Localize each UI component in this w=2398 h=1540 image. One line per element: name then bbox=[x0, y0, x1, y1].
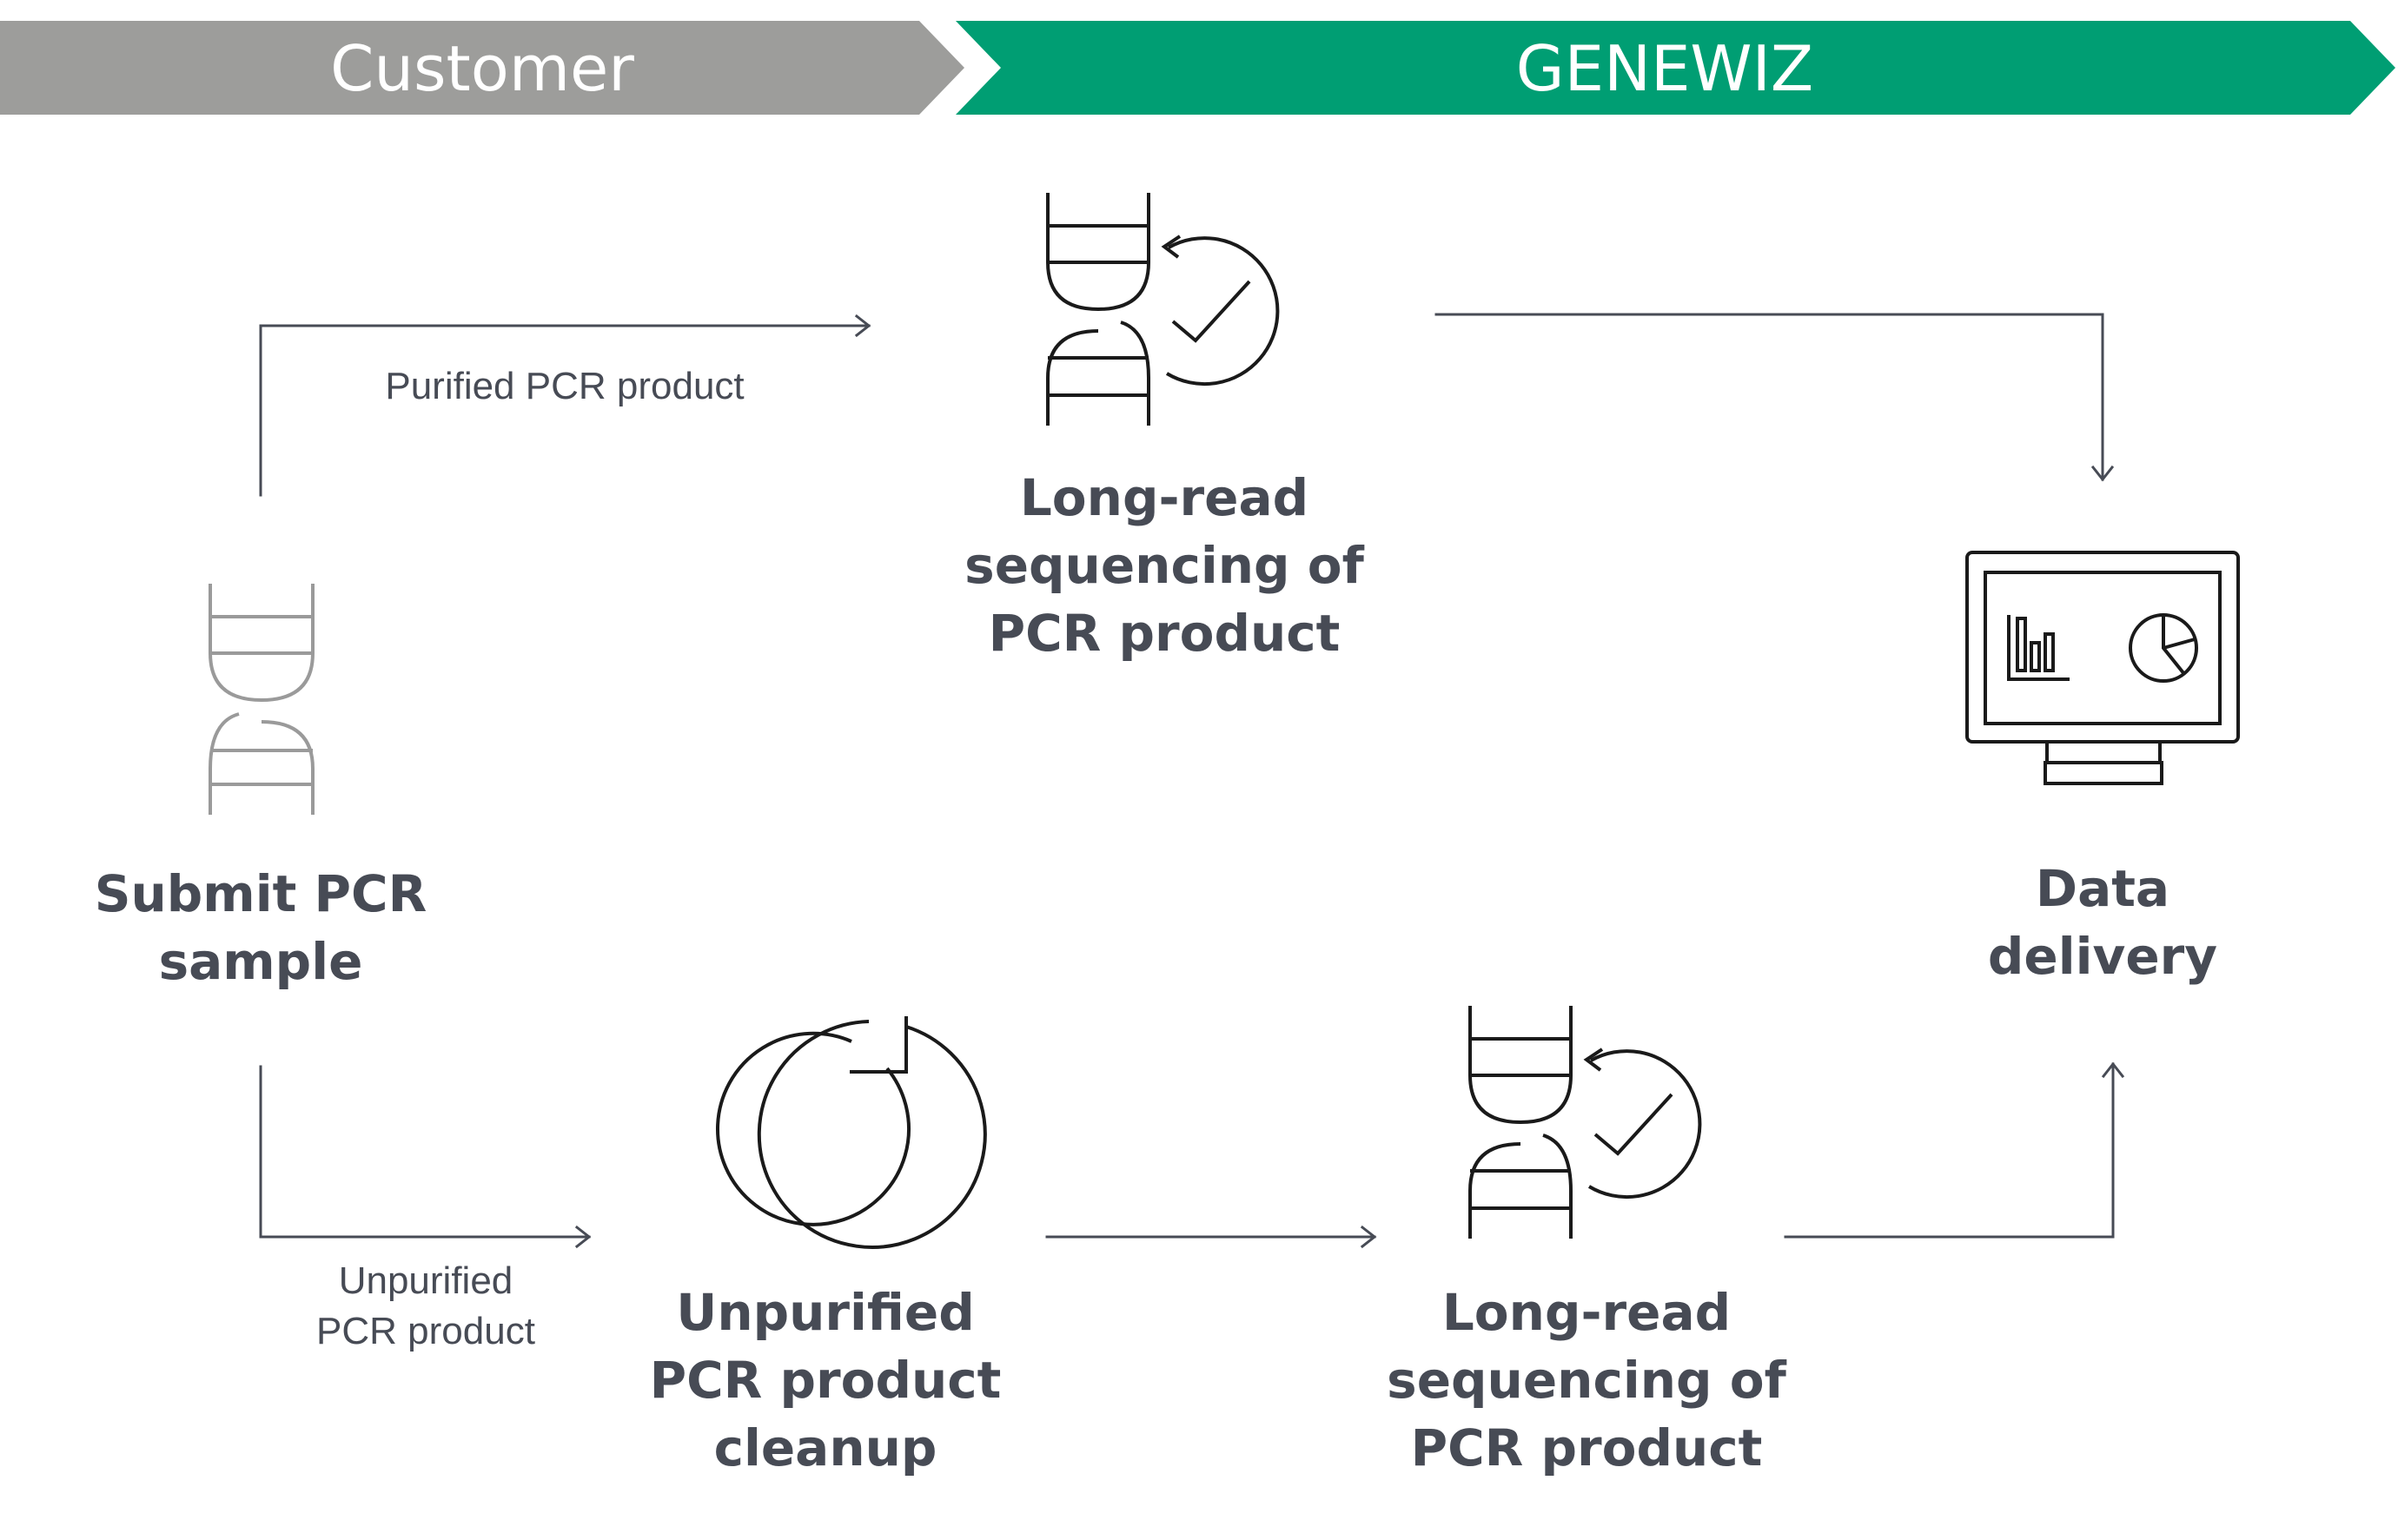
edge-arrowhead bbox=[1360, 1225, 1377, 1249]
edge-arrowhead bbox=[854, 314, 871, 338]
genewiz-banner-label: GENEWIZ bbox=[1515, 32, 1814, 105]
step-label-long-read-top: Long-read sequencing of PCR product bbox=[904, 464, 1425, 667]
step-label-line: Long-read bbox=[1441, 1283, 1732, 1342]
cleanup-cycle-icon bbox=[716, 1016, 987, 1249]
step-label-line: sample bbox=[158, 932, 363, 991]
edge-longread-top-to-delivery bbox=[1434, 313, 2104, 481]
step-label-data-delivery: Data delivery bbox=[1885, 855, 2320, 990]
step-label-submit: Submit PCR sample bbox=[43, 860, 478, 995]
edge-submit-to-cleanup bbox=[259, 1065, 591, 1239]
edge-arrowhead bbox=[574, 1225, 592, 1249]
step-label-line: sequencing of bbox=[964, 536, 1364, 595]
genewiz-banner bbox=[956, 21, 2395, 115]
monitor-charts-icon bbox=[1965, 551, 2240, 785]
dna-sequencing-check-icon bbox=[1046, 193, 1280, 426]
customer-banner-label: Customer bbox=[330, 32, 634, 105]
edge-submit-to-longread-top bbox=[259, 324, 871, 497]
step-label-line: Unpurified bbox=[676, 1283, 975, 1342]
step-label-line: Submit PCR bbox=[94, 864, 427, 923]
step-label-line: PCR product bbox=[988, 604, 1341, 663]
dna-icon bbox=[209, 584, 315, 815]
edge-label-unpurified: Unpurified PCR product bbox=[252, 1256, 600, 1357]
edge-label-line: PCR product bbox=[316, 1310, 535, 1352]
step-label-line: cleanup bbox=[713, 1418, 937, 1477]
customer-banner bbox=[0, 21, 964, 115]
step-label-line: Long-read bbox=[1019, 468, 1309, 527]
step-label-line: delivery bbox=[1987, 927, 2218, 986]
edge-arrowhead bbox=[2101, 1061, 2125, 1079]
step-label-long-read-bottom: Long-read sequencing of PCR product bbox=[1326, 1279, 1847, 1482]
step-label-line: sequencing of bbox=[1387, 1351, 1786, 1410]
dna-sequencing-check-icon bbox=[1468, 1006, 1702, 1239]
edge-longread-bottom-to-delivery bbox=[1784, 1062, 2115, 1239]
step-label-line: PCR product bbox=[649, 1351, 1002, 1410]
edge-arrowhead bbox=[2090, 465, 2115, 482]
edge-label-purified: Purified PCR product bbox=[385, 365, 745, 407]
step-label-line: Data bbox=[2035, 859, 2170, 918]
step-label-cleanup: Unpurified PCR product cleanup bbox=[565, 1279, 1086, 1482]
edge-label-line: Unpurified bbox=[338, 1259, 513, 1302]
step-label-line: PCR product bbox=[1410, 1418, 1763, 1477]
